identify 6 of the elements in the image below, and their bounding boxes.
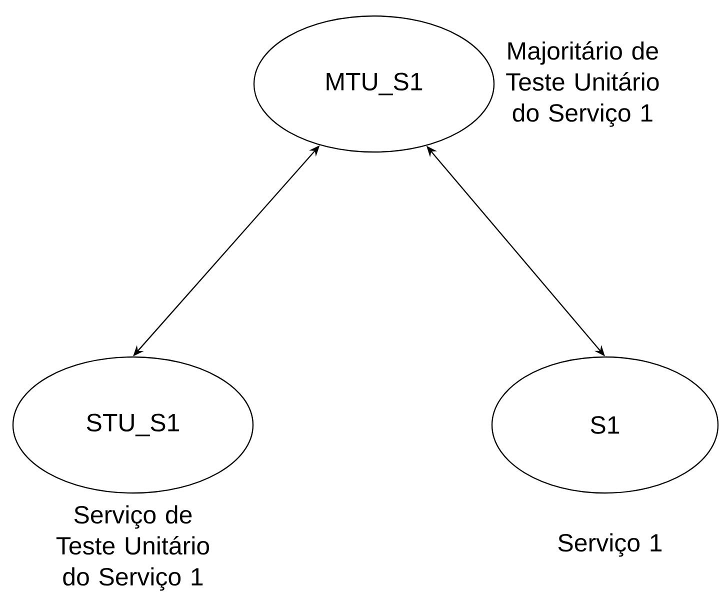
node-caption: Serviço 1	[558, 533, 662, 557]
ellipse-node: STU_S1	[12, 356, 254, 494]
node-caption: Serviço de Teste Unitário do Serviço 1	[56, 505, 210, 591]
ellipse-node: S1	[491, 356, 719, 494]
node-caption: Majoritário de Teste Unitário do Serviço 1	[506, 41, 659, 127]
ellipse-node: MTU_S1	[253, 15, 495, 153]
